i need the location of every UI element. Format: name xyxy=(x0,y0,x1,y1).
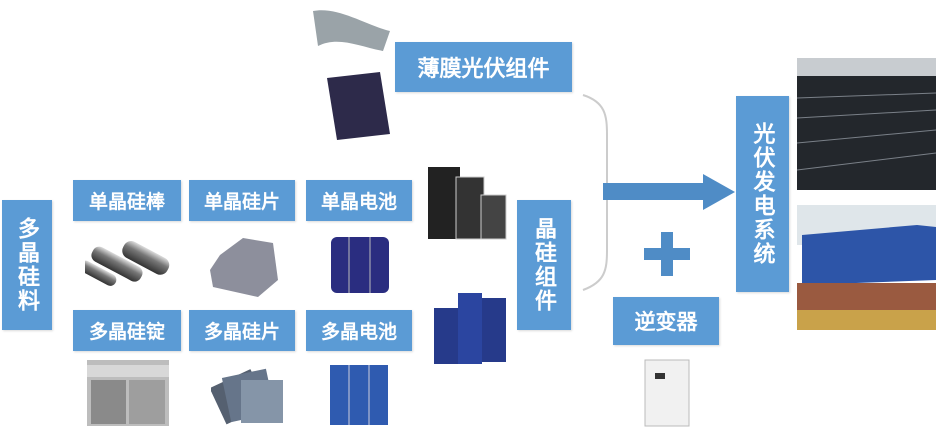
flow-arrow-icon xyxy=(603,174,735,210)
box-mono-wafer: 单晶硅片 xyxy=(189,180,295,221)
box-inverter: 逆变器 xyxy=(613,297,719,345)
plus-icon xyxy=(644,232,690,276)
rooftop-solar-photo xyxy=(797,205,936,330)
mono-module-image xyxy=(428,167,507,240)
multi-wafer-image xyxy=(211,368,283,425)
multi-module-image xyxy=(434,293,506,364)
multi-ingot-image xyxy=(87,360,169,426)
box-polysilicon: 多晶硅料 xyxy=(2,200,52,330)
solar-farm-photo xyxy=(797,58,936,190)
box-multi-wafer: 多晶硅片 xyxy=(189,310,295,351)
multi-cell-image xyxy=(330,365,388,425)
mono-wafer-image xyxy=(210,238,278,297)
box-crystalline-module: 晶硅组件 xyxy=(517,200,571,330)
box-multi-cell: 多晶电池 xyxy=(306,310,412,351)
box-pv-system: 光伏发电系统 xyxy=(736,96,789,292)
inverter-image xyxy=(644,359,690,427)
thin-film-panel-image xyxy=(327,72,390,140)
thin-film-flexible-image xyxy=(313,10,390,51)
box-mono-rod: 单晶硅棒 xyxy=(73,180,181,221)
box-thin-film-module: 薄膜光伏组件 xyxy=(395,42,572,92)
mono-cell-image xyxy=(331,237,389,293)
box-mono-cell: 单晶电池 xyxy=(306,180,412,221)
mono-rod-image xyxy=(85,241,170,286)
box-multi-ingot: 多晶硅锭 xyxy=(73,310,181,351)
